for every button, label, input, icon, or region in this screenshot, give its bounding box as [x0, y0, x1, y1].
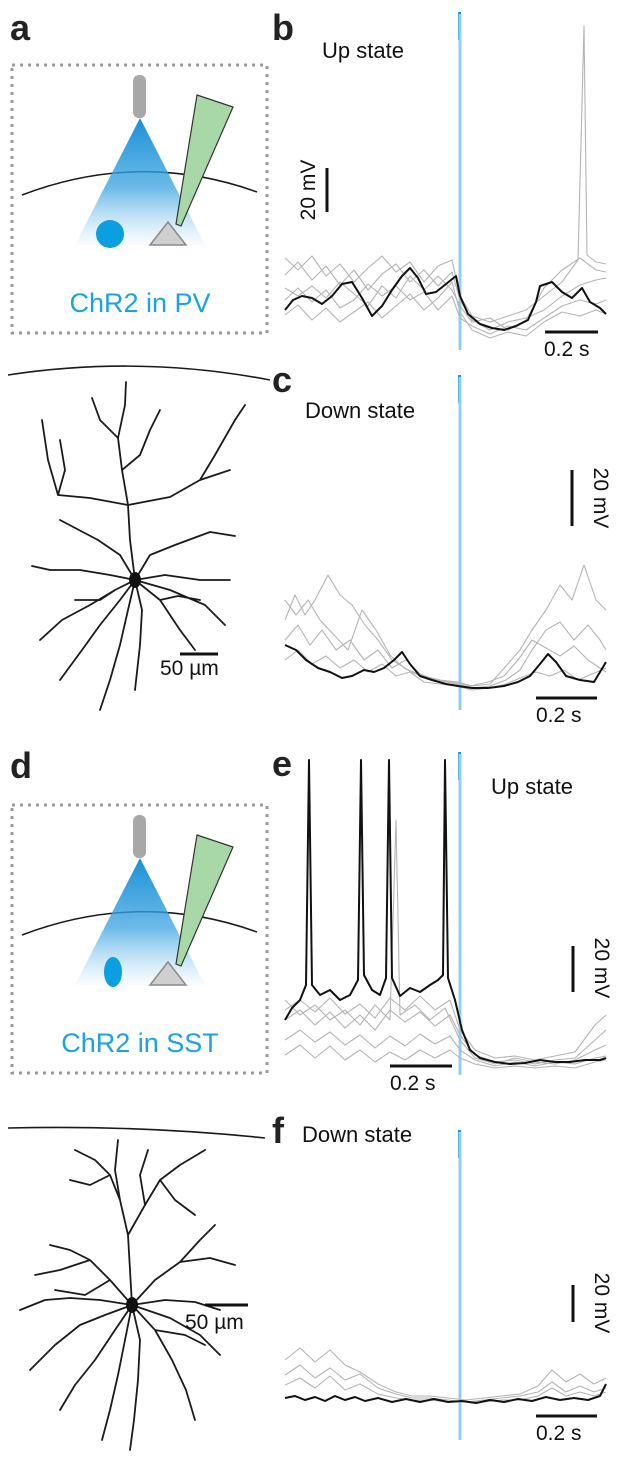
- gray-trace: [284, 564, 607, 687]
- v-scale-label-c: 20 mV: [589, 468, 612, 529]
- schematic-pv: ChR2 in PV: [10, 63, 269, 335]
- gray-trace: [284, 819, 607, 1065]
- pyramidal-soma-icon: [148, 220, 188, 246]
- panel-label-b: b: [272, 7, 294, 48]
- panel-title-f: Down state: [302, 1122, 412, 1147]
- black-trace: [284, 1383, 607, 1404]
- pv-neuron-morphology: [31, 381, 246, 711]
- panel-label-f: f: [272, 1110, 285, 1151]
- gray-trace: [284, 261, 607, 331]
- caption-chr2-sst: ChR2 in SST: [61, 1028, 219, 1058]
- interneuron-soma-icon: [104, 957, 122, 987]
- schematic-frame: [10, 63, 269, 335]
- black-trace: [284, 644, 607, 689]
- optic-fiber-icon: [133, 815, 146, 858]
- pia-line: [7, 365, 271, 381]
- gray-trace: [284, 25, 607, 323]
- traces-f: [284, 1347, 607, 1404]
- panel-label-a: a: [10, 7, 31, 48]
- black-trace: [284, 267, 607, 331]
- traces-b: [284, 25, 607, 339]
- schematic-sst: ChR2 in SST: [10, 803, 269, 1075]
- gray-trace: [284, 649, 607, 691]
- panel-title-e: Up state: [491, 774, 573, 799]
- traces-c: [284, 564, 607, 691]
- gray-trace: [284, 1347, 607, 1401]
- gray-trace: [284, 283, 607, 335]
- pv-cell-soma: [129, 572, 141, 588]
- v-scale-label-e: 20 mV: [590, 938, 613, 999]
- sst-cell-soma: [126, 1297, 138, 1313]
- black-trace: [284, 759, 607, 1065]
- gray-trace: [284, 624, 607, 687]
- panel-label-d: d: [10, 745, 32, 786]
- pia-line: [7, 1126, 266, 1139]
- t-scale-label-b: 0.2 s: [544, 338, 590, 361]
- recording-pipette-icon: [175, 834, 234, 967]
- panel-title-c: Down state: [305, 398, 415, 423]
- v-scale-label-b: 20 mV: [297, 160, 320, 221]
- panel-label-e: e: [272, 743, 292, 784]
- t-scale-label-e: 0.2 s: [390, 1072, 436, 1095]
- gray-trace: [284, 281, 607, 339]
- panel-label-c: c: [272, 359, 292, 400]
- optic-fiber-icon: [133, 75, 146, 118]
- pyramidal-soma-icon: [148, 960, 188, 986]
- t-scale-label-c: 0.2 s: [536, 704, 582, 727]
- traces-e: [284, 759, 607, 1069]
- gray-trace: [284, 1044, 607, 1069]
- reconstruction-pv: 50 µm: [7, 365, 271, 711]
- interneuron-soma-icon: [96, 220, 124, 248]
- t-scale-label-f: 0.2 s: [536, 1422, 582, 1445]
- recording-pipette-icon: [175, 94, 234, 227]
- light-cone-icon: [75, 858, 205, 985]
- sst-neuron-morphology: [19, 1139, 236, 1451]
- gray-trace: [284, 995, 607, 1061]
- gray-trace: [284, 599, 607, 689]
- light-cone-icon: [75, 118, 205, 245]
- gray-trace: [284, 1029, 607, 1067]
- schematic-frame: [10, 803, 269, 1075]
- v-scale-label-f: 20 mV: [590, 1273, 613, 1334]
- scale-bar-label-d: 50 µm: [185, 1311, 244, 1334]
- gray-trace: [284, 1364, 607, 1403]
- caption-chr2-pv: ChR2 in PV: [69, 288, 210, 318]
- panel-title-b: Up state: [322, 38, 404, 63]
- scale-bar-label-a: 50 µm: [160, 657, 219, 680]
- reconstruction-sst: 50 µm: [7, 1126, 266, 1451]
